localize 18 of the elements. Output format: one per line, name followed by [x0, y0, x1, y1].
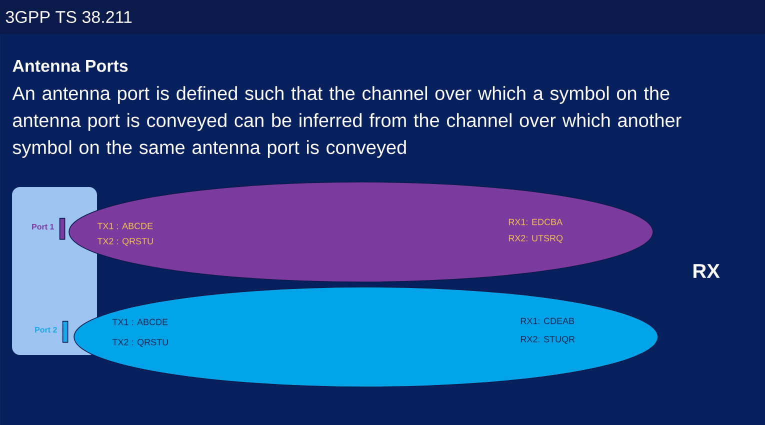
- port-bar: [59, 218, 66, 240]
- beam-text: RX2: UTSRQ: [508, 235, 563, 243]
- beam-text: RX1: CDEAB: [520, 318, 574, 324]
- port-label: Port 2: [35, 326, 57, 333]
- beam-text: RX1: EDCBA: [508, 218, 563, 226]
- beam-text: TX1 : ABCDE: [112, 318, 168, 326]
- description: An antenna port is defined such that the channel over which a symbol on the antenna port is conveyed can be inferred from the channel over which another symbol on the same antenna port is conveyed: [12, 86, 682, 158]
- beam-ellipse: [68, 182, 654, 282]
- beam-text: TX2 : QRSTU: [112, 339, 168, 347]
- rx-label: RX: [694, 264, 720, 278]
- port-bar: [62, 320, 68, 343]
- heading: Antenna Ports: [12, 60, 128, 72]
- port-label: Port 1: [32, 224, 54, 230]
- beam-ellipse: [74, 286, 658, 388]
- beam-text: RX2: STUQR: [520, 336, 575, 344]
- beam-text: TX1 : ABCDE: [97, 222, 153, 230]
- beam-text: TX2 : QRSTU: [97, 238, 153, 246]
- title: 3GPP TS 38.211: [6, 10, 132, 24]
